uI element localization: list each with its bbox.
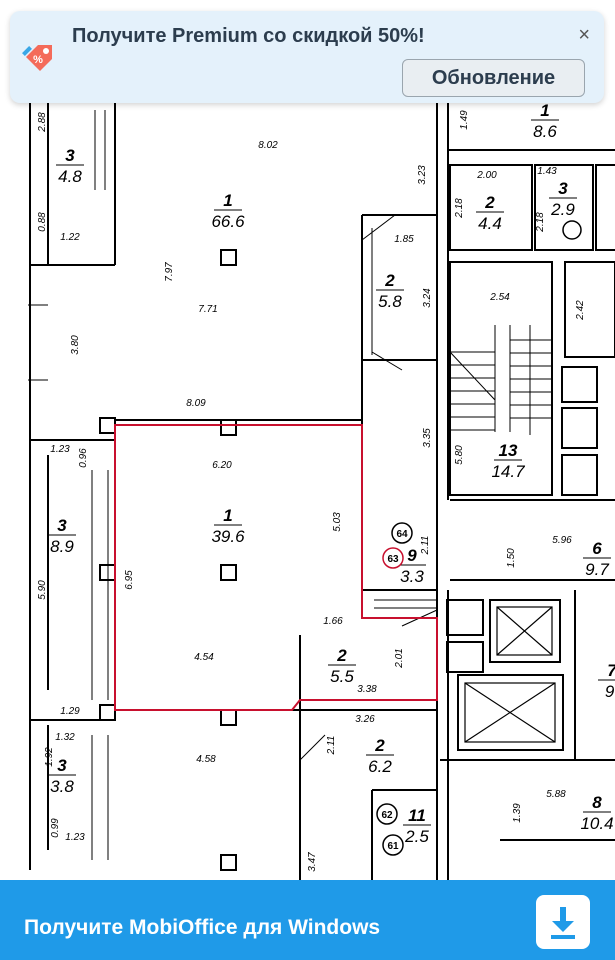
dimension-label: 1.66	[323, 616, 343, 627]
room-area: 2.5	[404, 827, 429, 846]
room-number: 9	[407, 546, 417, 565]
dimension-label: 5.96	[552, 535, 572, 546]
dimension-label: 3.23	[417, 165, 428, 185]
dimension-label: 0.99	[50, 818, 61, 838]
dimension-label: 4.54	[194, 652, 214, 663]
dimension-label: 1.23	[50, 444, 70, 455]
dimension-label: 2.18	[454, 198, 465, 219]
room-number: 8	[592, 793, 602, 812]
entrance-marker	[376, 803, 398, 825]
dimension-label: 2.11	[420, 536, 431, 556]
dimension-label: 1.49	[459, 110, 470, 130]
dimension-label: 0.88	[37, 212, 48, 232]
room-number: 1	[540, 101, 549, 120]
room-area: 4.8	[58, 167, 82, 186]
entrance-marker	[382, 834, 404, 856]
get-app-bar[interactable]: Получите MobiOffice для Windows	[0, 880, 615, 960]
promo-title: Получите Premium со скидкой 50%!	[72, 25, 425, 47]
dimension-label: 1.50	[506, 548, 517, 568]
dimension-label: 3.24	[422, 288, 433, 308]
dimension-label: 1.85	[394, 234, 414, 245]
room-area: 9.7	[585, 560, 609, 579]
dimension-label: 3.38	[357, 684, 377, 695]
discount-tag-icon: %	[22, 45, 52, 71]
room-number: 3	[57, 516, 67, 535]
dimension-label: 2.11	[326, 736, 337, 756]
entrance-marker-label: 63	[387, 554, 399, 565]
dimension-label: 6.20	[212, 460, 232, 471]
dimension-label: 3.26	[355, 714, 375, 725]
room-area: 39.6	[211, 527, 245, 546]
room-number: 1	[223, 506, 232, 525]
dimension-label: 8.02	[258, 140, 278, 151]
dimension-label: 3.80	[70, 335, 81, 355]
room-area: 10.4	[580, 814, 613, 833]
dimension-label: 1.43	[537, 166, 557, 177]
dimension-label: 5.90	[37, 580, 48, 600]
room-area: 5.5	[330, 667, 354, 686]
room-area: 8.9	[50, 537, 74, 556]
room-number: 3	[558, 179, 568, 198]
download-button[interactable]	[536, 895, 590, 949]
room-area: 66.6	[211, 212, 245, 231]
room-area: 5.8	[378, 292, 402, 311]
room-number: 6	[592, 539, 602, 558]
dimension-label: 2.88	[37, 112, 48, 133]
close-icon[interactable]: ×	[578, 24, 590, 46]
room-area: 6.2	[368, 757, 392, 776]
dimension-label: 3.35	[422, 428, 433, 448]
room-number: 3	[65, 146, 75, 165]
dimension-label: 3.47	[307, 852, 318, 872]
entrance-marker-label: 62	[381, 810, 393, 821]
dimension-label: 2.42	[575, 300, 586, 321]
update-button[interactable]: Обновление	[402, 59, 585, 97]
room-number: 2	[484, 193, 495, 212]
download-icon	[551, 907, 575, 939]
dimension-label: 1.22	[60, 232, 80, 243]
room-area: 3.3	[400, 567, 424, 586]
dimension-label: 1.23	[65, 832, 85, 843]
dimension-label: 5.80	[454, 445, 465, 465]
room-area: 3.8	[50, 777, 74, 796]
dimension-label: 0.96	[78, 448, 89, 468]
room-number: 11	[408, 806, 426, 825]
room-number: 13	[499, 441, 518, 460]
dimension-label: 1.92	[44, 747, 55, 767]
dimension-label: 1.39	[512, 803, 523, 823]
dimension-label: 5.88	[546, 789, 566, 800]
entrance-marker	[391, 522, 413, 544]
dimension-label: 4.58	[196, 754, 216, 765]
room-area: 14.7	[491, 462, 525, 481]
room-number: 3	[57, 756, 67, 775]
entrance-marker	[382, 547, 404, 569]
entrance-marker-label: 64	[396, 529, 408, 540]
room-number: 2	[374, 736, 385, 755]
dimension-label: 7.71	[198, 304, 217, 315]
room-area: 2.9	[550, 200, 575, 219]
dimension-label: 5.03	[332, 512, 343, 532]
svg-text:%: %	[33, 54, 43, 66]
dimension-label: 2.18	[535, 212, 546, 233]
dimension-label: 2.00	[476, 170, 497, 181]
room-area: 9.	[605, 682, 615, 701]
room-number: 1	[223, 191, 232, 210]
dimension-label: 1.29	[60, 706, 80, 717]
room-number: 2	[336, 646, 347, 665]
highlighted-unit-outline	[114, 424, 438, 711]
entrance-marker-label: 61	[387, 841, 399, 852]
promo-banner: % Получите Premium со скидкой 50%! × Обн…	[10, 11, 604, 103]
dimension-label: 2.54	[489, 292, 510, 303]
dimension-label: 1.32	[55, 732, 75, 743]
room-area: 8.6	[533, 122, 557, 141]
dimension-label: 7.97	[164, 262, 175, 282]
room-area: 4.4	[478, 214, 502, 233]
dimension-label: 8.09	[186, 398, 206, 409]
room-number: 7	[607, 661, 615, 680]
get-app-label: Получите MobiOffice для Windows	[24, 916, 381, 939]
dimension-label: 6.95	[124, 570, 135, 590]
dimension-label: 2.01	[394, 648, 405, 668]
room-number: 2	[384, 271, 395, 290]
